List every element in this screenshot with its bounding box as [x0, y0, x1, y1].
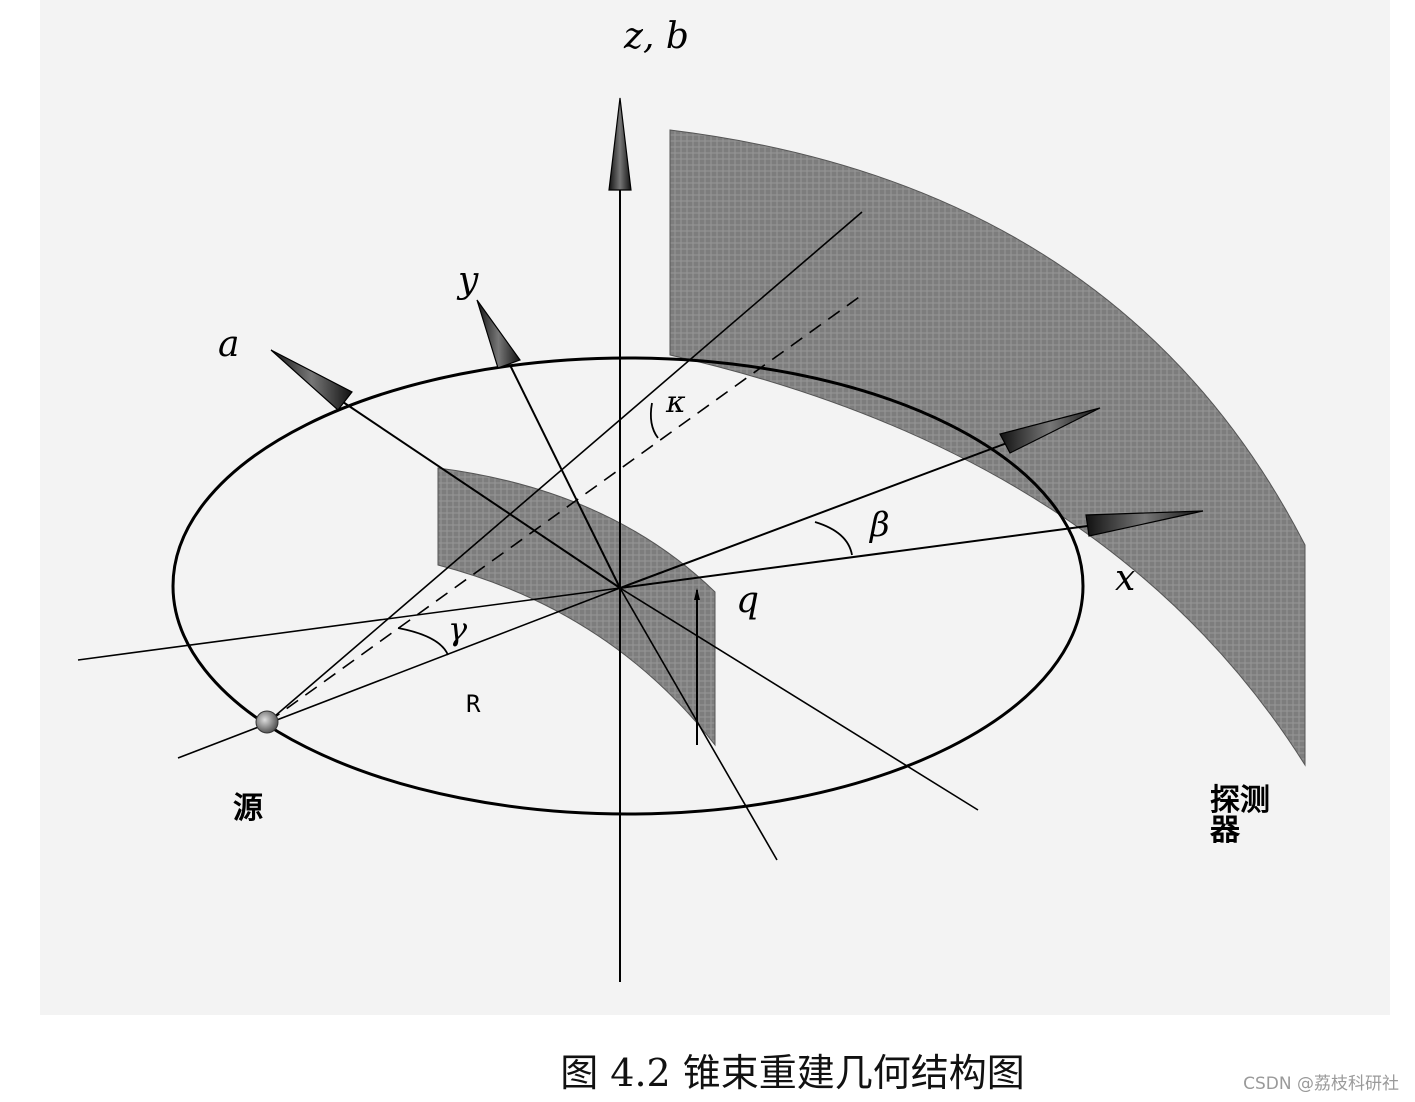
label-y: y — [456, 260, 479, 301]
y-axis-line — [509, 364, 621, 589]
dashed-projection-ray — [267, 294, 863, 723]
detector-direction-line — [619, 439, 1016, 589]
figure-caption: 图 4.2 锥束重建几何结构图 — [560, 1051, 1025, 1095]
label-z-b: z, b — [623, 16, 689, 57]
label-gamma: γ — [448, 610, 468, 648]
label-kappa: κ — [665, 385, 686, 420]
small-detector-panel — [437, 467, 716, 747]
y-axis-negative-line — [619, 587, 778, 861]
x-axis-arrowhead — [1085, 510, 1204, 537]
q-arrowhead — [694, 588, 700, 600]
beta-angle-arc — [814, 521, 853, 556]
z-axis-arrowhead — [608, 97, 632, 191]
horizontal-ray-line — [77, 587, 621, 661]
label-a: a — [218, 324, 239, 365]
x-axis-line — [619, 524, 1096, 589]
a-axis-negative-line — [619, 587, 979, 811]
label-beta: β — [868, 505, 890, 545]
detector-direction-arrowhead — [999, 407, 1101, 454]
label-detector-line2: 器 — [1209, 813, 1241, 848]
watermark-text: CSDN @荔枝科研社 — [1243, 1074, 1399, 1094]
source-orbit-circle — [171, 356, 1085, 816]
label-source: 源 — [233, 791, 263, 826]
kappa-angle-arc — [649, 402, 659, 439]
label-x: x — [1115, 558, 1135, 599]
x-ray-source-point — [255, 710, 279, 734]
oblique-ray-line — [267, 211, 863, 723]
label-r: R — [466, 690, 481, 718]
a-axis-line — [339, 399, 621, 589]
a-axis-arrowhead — [270, 349, 353, 411]
gamma-angle-arc — [397, 627, 449, 656]
central-ray-line — [177, 587, 621, 759]
label-q: q — [736, 580, 759, 621]
y-axis-arrowhead — [476, 299, 521, 369]
label-detector-line1: 探测 — [1210, 783, 1270, 818]
